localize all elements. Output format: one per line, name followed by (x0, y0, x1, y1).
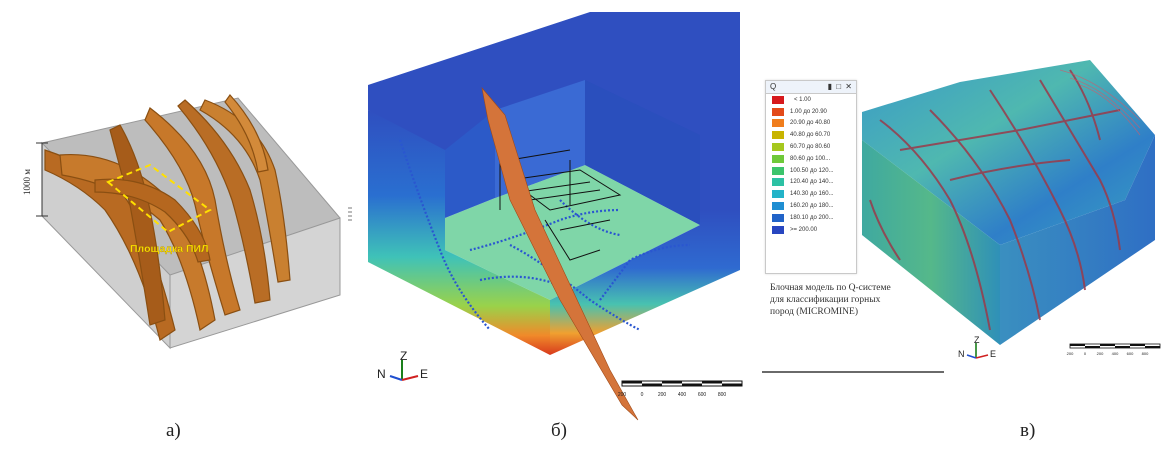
legend-item: 1.00 до 20.90 (766, 106, 856, 118)
scale-tick: 200 (618, 392, 627, 398)
legend-label: 40.80 до 60.70 (790, 132, 831, 139)
panel-b: Z N E 200 0 200 400 600 800 б) (360, 0, 760, 450)
legend-item: >= 200.00 (766, 224, 856, 236)
legend-swatch (772, 178, 784, 187)
legend-item: 160.20 до 180... (766, 200, 856, 212)
model-right-side (550, 210, 740, 355)
axis-triad: Z N E (377, 349, 428, 381)
fault-plane (481, 86, 639, 421)
legend-label: 80.60 до 100... (790, 155, 831, 162)
axis-n-label: N (377, 367, 386, 381)
legend-item: 100.50 до 120... (766, 165, 856, 177)
legend-swatch (772, 131, 784, 140)
scale-tick: 800 (718, 392, 727, 398)
legend-item: 20.90 до 40.80 (766, 118, 856, 130)
scale-tick: 0 (641, 392, 644, 398)
legend-swatch (772, 202, 784, 211)
legend-label: 120.40 до 140... (790, 179, 834, 186)
scale-tick: 400 (678, 392, 687, 398)
legend-swatch (772, 119, 784, 128)
pit-floor (445, 165, 700, 300)
legend-item: 60.70 до 80.60 (766, 141, 856, 153)
panel-b-label: б) (551, 420, 567, 441)
window-controls-icon[interactable]: ▮ □ ✕ (827, 82, 853, 91)
scale-tick: 800 (1142, 351, 1149, 356)
q-model-front-right (1000, 135, 1155, 345)
legend-label: >= 200.00 (790, 226, 818, 233)
fault-surfaces (44, 94, 291, 341)
scale-tick: 600 (698, 392, 707, 398)
q-fault-traces (869, 69, 1121, 331)
block-model-b: Z N E 200 0 200 400 600 800 (368, 12, 743, 421)
pit-wall-right (585, 80, 700, 225)
scale-tick: 0 (1084, 351, 1087, 356)
scale-tick: 200 (1097, 351, 1104, 356)
scale-bar: 200 0 200 400 600 800 (618, 380, 743, 398)
legend-label: 100.50 до 120... (790, 167, 834, 174)
caption-line: пород (MICROMINE) (770, 307, 859, 317)
legend-item: 80.60 до 100... (766, 153, 856, 165)
fault-traces (398, 139, 691, 331)
panel-a: 1000 м Площадка ПИЛ а) (0, 0, 360, 450)
axis-e-label: E (990, 349, 996, 359)
tunnel-network (499, 149, 622, 261)
legend-swatch (772, 225, 784, 234)
axis-z-label: Z (400, 349, 407, 363)
legend-label: 1.00 до 20.90 (790, 108, 827, 115)
panel-c-label: в) (1020, 420, 1036, 441)
depth-label: 1000 м (22, 169, 32, 195)
caption-line: Блочная модель по Q-системе (770, 283, 891, 293)
legend-label: 60.70 до 80.60 (790, 144, 831, 151)
legend-swatch (772, 213, 784, 222)
scale-tick: 200 (658, 392, 667, 398)
legend-item: 120.40 до 140... (766, 177, 856, 189)
legend-label: 20.90 до 40.80 (790, 120, 831, 127)
axis-z-label: Z (974, 335, 980, 345)
caption-line: для классификации горных (770, 295, 881, 305)
scale-tick: 400 (1112, 351, 1119, 356)
legend-item: 40.80 до 60.70 (766, 129, 856, 141)
model-left-side (368, 110, 550, 355)
q-model-top (862, 60, 1155, 245)
legend-swatch (772, 143, 784, 152)
legend-label: 180.10 до 200... (790, 214, 834, 221)
axis-e-label: E (420, 367, 428, 381)
legend-item: 140.30 до 160... (766, 188, 856, 200)
q-model-front-left (862, 140, 1000, 345)
site-outline (106, 163, 212, 234)
scale-tick: 200 (1067, 351, 1074, 356)
fault-block-model-a: 1000 м Площадка ПИЛ (22, 94, 352, 350)
legend-list: < 1.00 1.00 до 20.90 20.90 до 40.80 40.80 д… (766, 94, 856, 236)
panel-a-label: а) (166, 420, 181, 441)
legend-label: < 1.00 (794, 96, 811, 103)
pit-wall-left (445, 110, 495, 218)
legend-swatch (772, 95, 784, 104)
legend-label: 140.30 до 160... (790, 191, 834, 198)
site-label: Площадка ПИЛ (130, 243, 208, 255)
axis-n-label: N (958, 349, 965, 359)
legend-title: Q (770, 82, 777, 91)
model-caption: Блочная модель по Q-системе для классифи… (770, 282, 910, 318)
scale-tick: 600 (1127, 351, 1134, 356)
axis-triad-c: Z N E (958, 335, 996, 359)
legend-title-bar[interactable]: Q ▮ □ ✕ (766, 81, 856, 94)
legend-item: < 1.00 (766, 94, 856, 106)
legend-label: 160.20 до 180... (790, 203, 834, 210)
legend-swatch (772, 166, 784, 175)
legend-swatch (772, 190, 784, 199)
legend-item: 180.10 до 200... (766, 212, 856, 224)
depth-bracket (36, 142, 48, 217)
legend-swatch (772, 107, 784, 116)
scale-bar-c: 200 0 200 400 600 800 (1067, 343, 1161, 356)
legend-swatch (772, 154, 784, 163)
q-legend-window[interactable]: Q ▮ □ ✕ < 1.00 1.00 до 20.90 20.90 до 40.8… (765, 80, 857, 274)
